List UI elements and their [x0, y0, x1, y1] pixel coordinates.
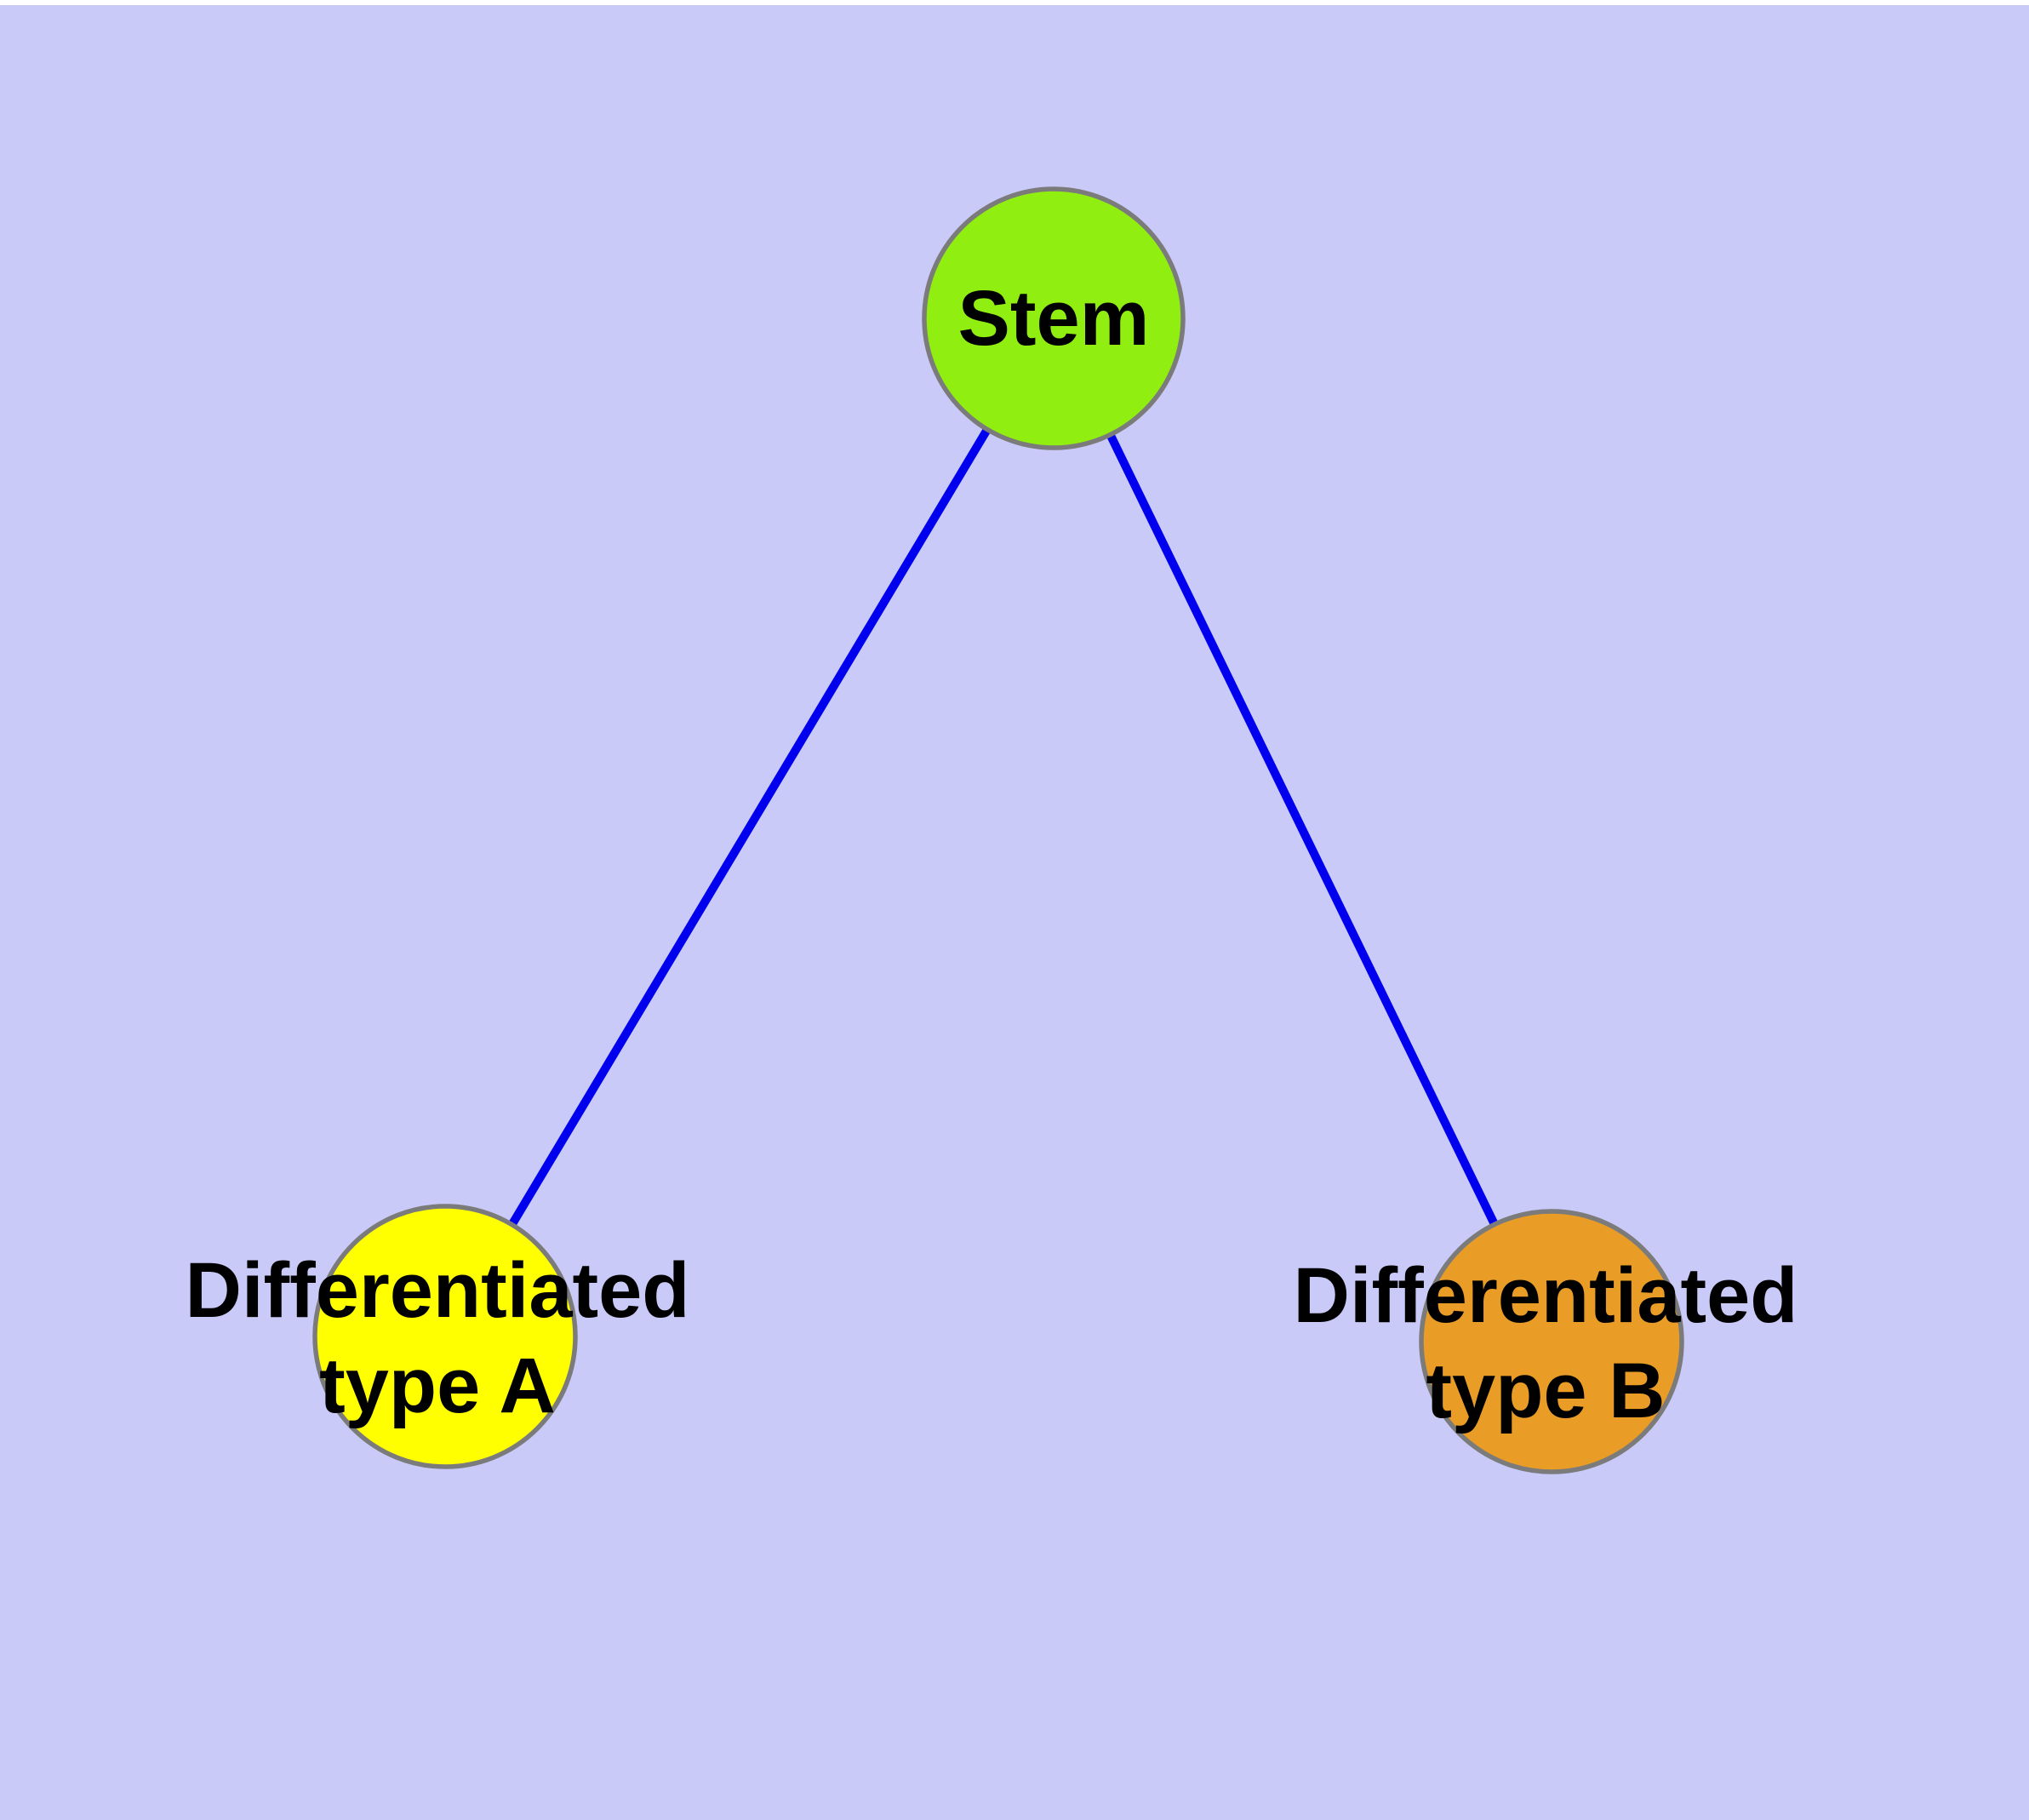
image-top-margin: [0, 0, 2029, 5]
node-label-stem: Stem: [958, 271, 1150, 366]
graph-svg: [312, 186, 1684, 1474]
node-label-type-a-line1: Differentiated: [185, 1247, 690, 1334]
node-circle-differentiated-type-b: [1419, 1209, 1684, 1474]
graph-canvas: Stem Differentiated type A Differentiate…: [0, 5, 2029, 1820]
node-label-type-a-line2: type A: [319, 1342, 556, 1429]
node-circle-stem: [922, 186, 1186, 450]
node-circle-differentiated-type-a: [312, 1204, 578, 1469]
edge-stem-to-type-a: [441, 316, 1058, 1339]
node-label-differentiated-type-a: Differentiated type A: [186, 1243, 690, 1434]
edge-stem-to-type-b: [1049, 316, 1556, 1344]
node-label-differentiated-type-b: Differentiated type B: [1294, 1248, 1798, 1439]
node-label-type-b-line2: type B: [1426, 1348, 1666, 1434]
node-label-stem-line1: Stem: [957, 275, 1150, 362]
node-label-type-b-line1: Differentiated: [1293, 1252, 1798, 1339]
